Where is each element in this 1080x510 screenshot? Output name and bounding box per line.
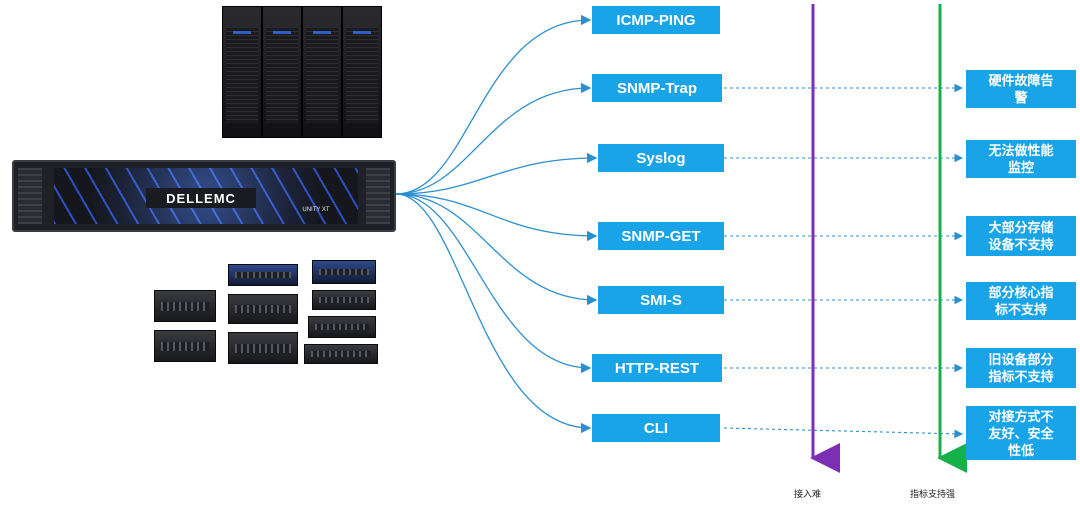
result-text: 性低 <box>1007 442 1034 458</box>
result-text: 友好、安全 <box>988 425 1054 441</box>
rack-cabinet <box>302 6 342 138</box>
rack-cabinet <box>262 6 302 138</box>
rack-cabinets <box>222 0 382 140</box>
result-box-most-unsupported: 大部分存储 设备不支持 <box>966 216 1076 256</box>
protocol-box-smis: SMI-S <box>598 286 724 314</box>
rack-cabinet <box>342 6 382 138</box>
result-box-old-devices: 旧设备部分 指标不支持 <box>966 348 1076 388</box>
fan-out-curves <box>395 14 598 434</box>
chassis-ear-right <box>366 168 390 224</box>
unity-badge: UNITY XT <box>302 207 330 213</box>
curve-snmptrap <box>395 82 592 195</box>
result-text: 标不支持 <box>994 302 1047 317</box>
storage-device <box>154 290 216 322</box>
storage-device <box>154 330 216 362</box>
storage-device-group <box>150 258 380 366</box>
chassis-ear-left <box>18 168 42 224</box>
result-text: 监控 <box>1007 160 1034 175</box>
dellemc-logo: DELLEMC <box>146 188 256 208</box>
protocol-box-cli: CLI <box>592 414 720 442</box>
curve-syslog <box>395 152 598 195</box>
dashed-connectors <box>723 83 964 439</box>
curve-cli <box>395 193 592 434</box>
storage-device <box>228 264 298 286</box>
storage-device <box>228 294 298 324</box>
protocol-box-snmptrap: SNMP-Trap <box>592 74 722 102</box>
result-text: 警 <box>1014 90 1028 105</box>
curve-snmpget <box>395 193 598 242</box>
protocol-box-snmpget: SNMP-GET <box>598 222 724 250</box>
rack-cabinet <box>222 6 262 138</box>
result-text: 大部分存储 <box>988 220 1054 235</box>
storage-device <box>312 290 376 310</box>
result-text: 设备不支持 <box>988 237 1054 252</box>
result-text: 旧设备部分 <box>988 352 1054 367</box>
axis-label-difficulty: 接入难 <box>794 490 822 500</box>
storage-device <box>304 344 378 364</box>
curve-icmp <box>395 14 592 195</box>
result-text: 部分核心指 <box>988 285 1054 300</box>
storage-device <box>228 332 298 364</box>
storage-device <box>308 316 376 338</box>
protocol-box-http: HTTP-REST <box>592 354 722 382</box>
result-text: 硬件故障告 <box>988 73 1054 88</box>
result-box-no-performance: 无法做性能 监控 <box>966 140 1076 178</box>
protocol-box-syslog: Syslog <box>598 144 724 172</box>
result-box-hardware-alarm: 硬件故障告 警 <box>966 70 1076 108</box>
curve-http <box>395 193 592 374</box>
curve-smis <box>395 193 598 306</box>
result-text: 对接方式不 <box>988 408 1054 424</box>
dash-cli <box>723 427 964 439</box>
storage-device <box>312 260 376 284</box>
result-box-cli-security: 对接方式不 友好、安全 性低 <box>966 406 1076 460</box>
axis-label-metric-support: 指标支持强 <box>910 490 956 500</box>
result-box-core-metrics: 部分核心指 标不支持 <box>966 282 1076 320</box>
result-text: 无法做性能 <box>988 143 1054 158</box>
result-text: 指标不支持 <box>988 369 1054 384</box>
unity-storage-array: DELLEMC UNITY XT <box>12 160 396 232</box>
protocol-box-icmp: ICMP-PING <box>592 6 720 34</box>
